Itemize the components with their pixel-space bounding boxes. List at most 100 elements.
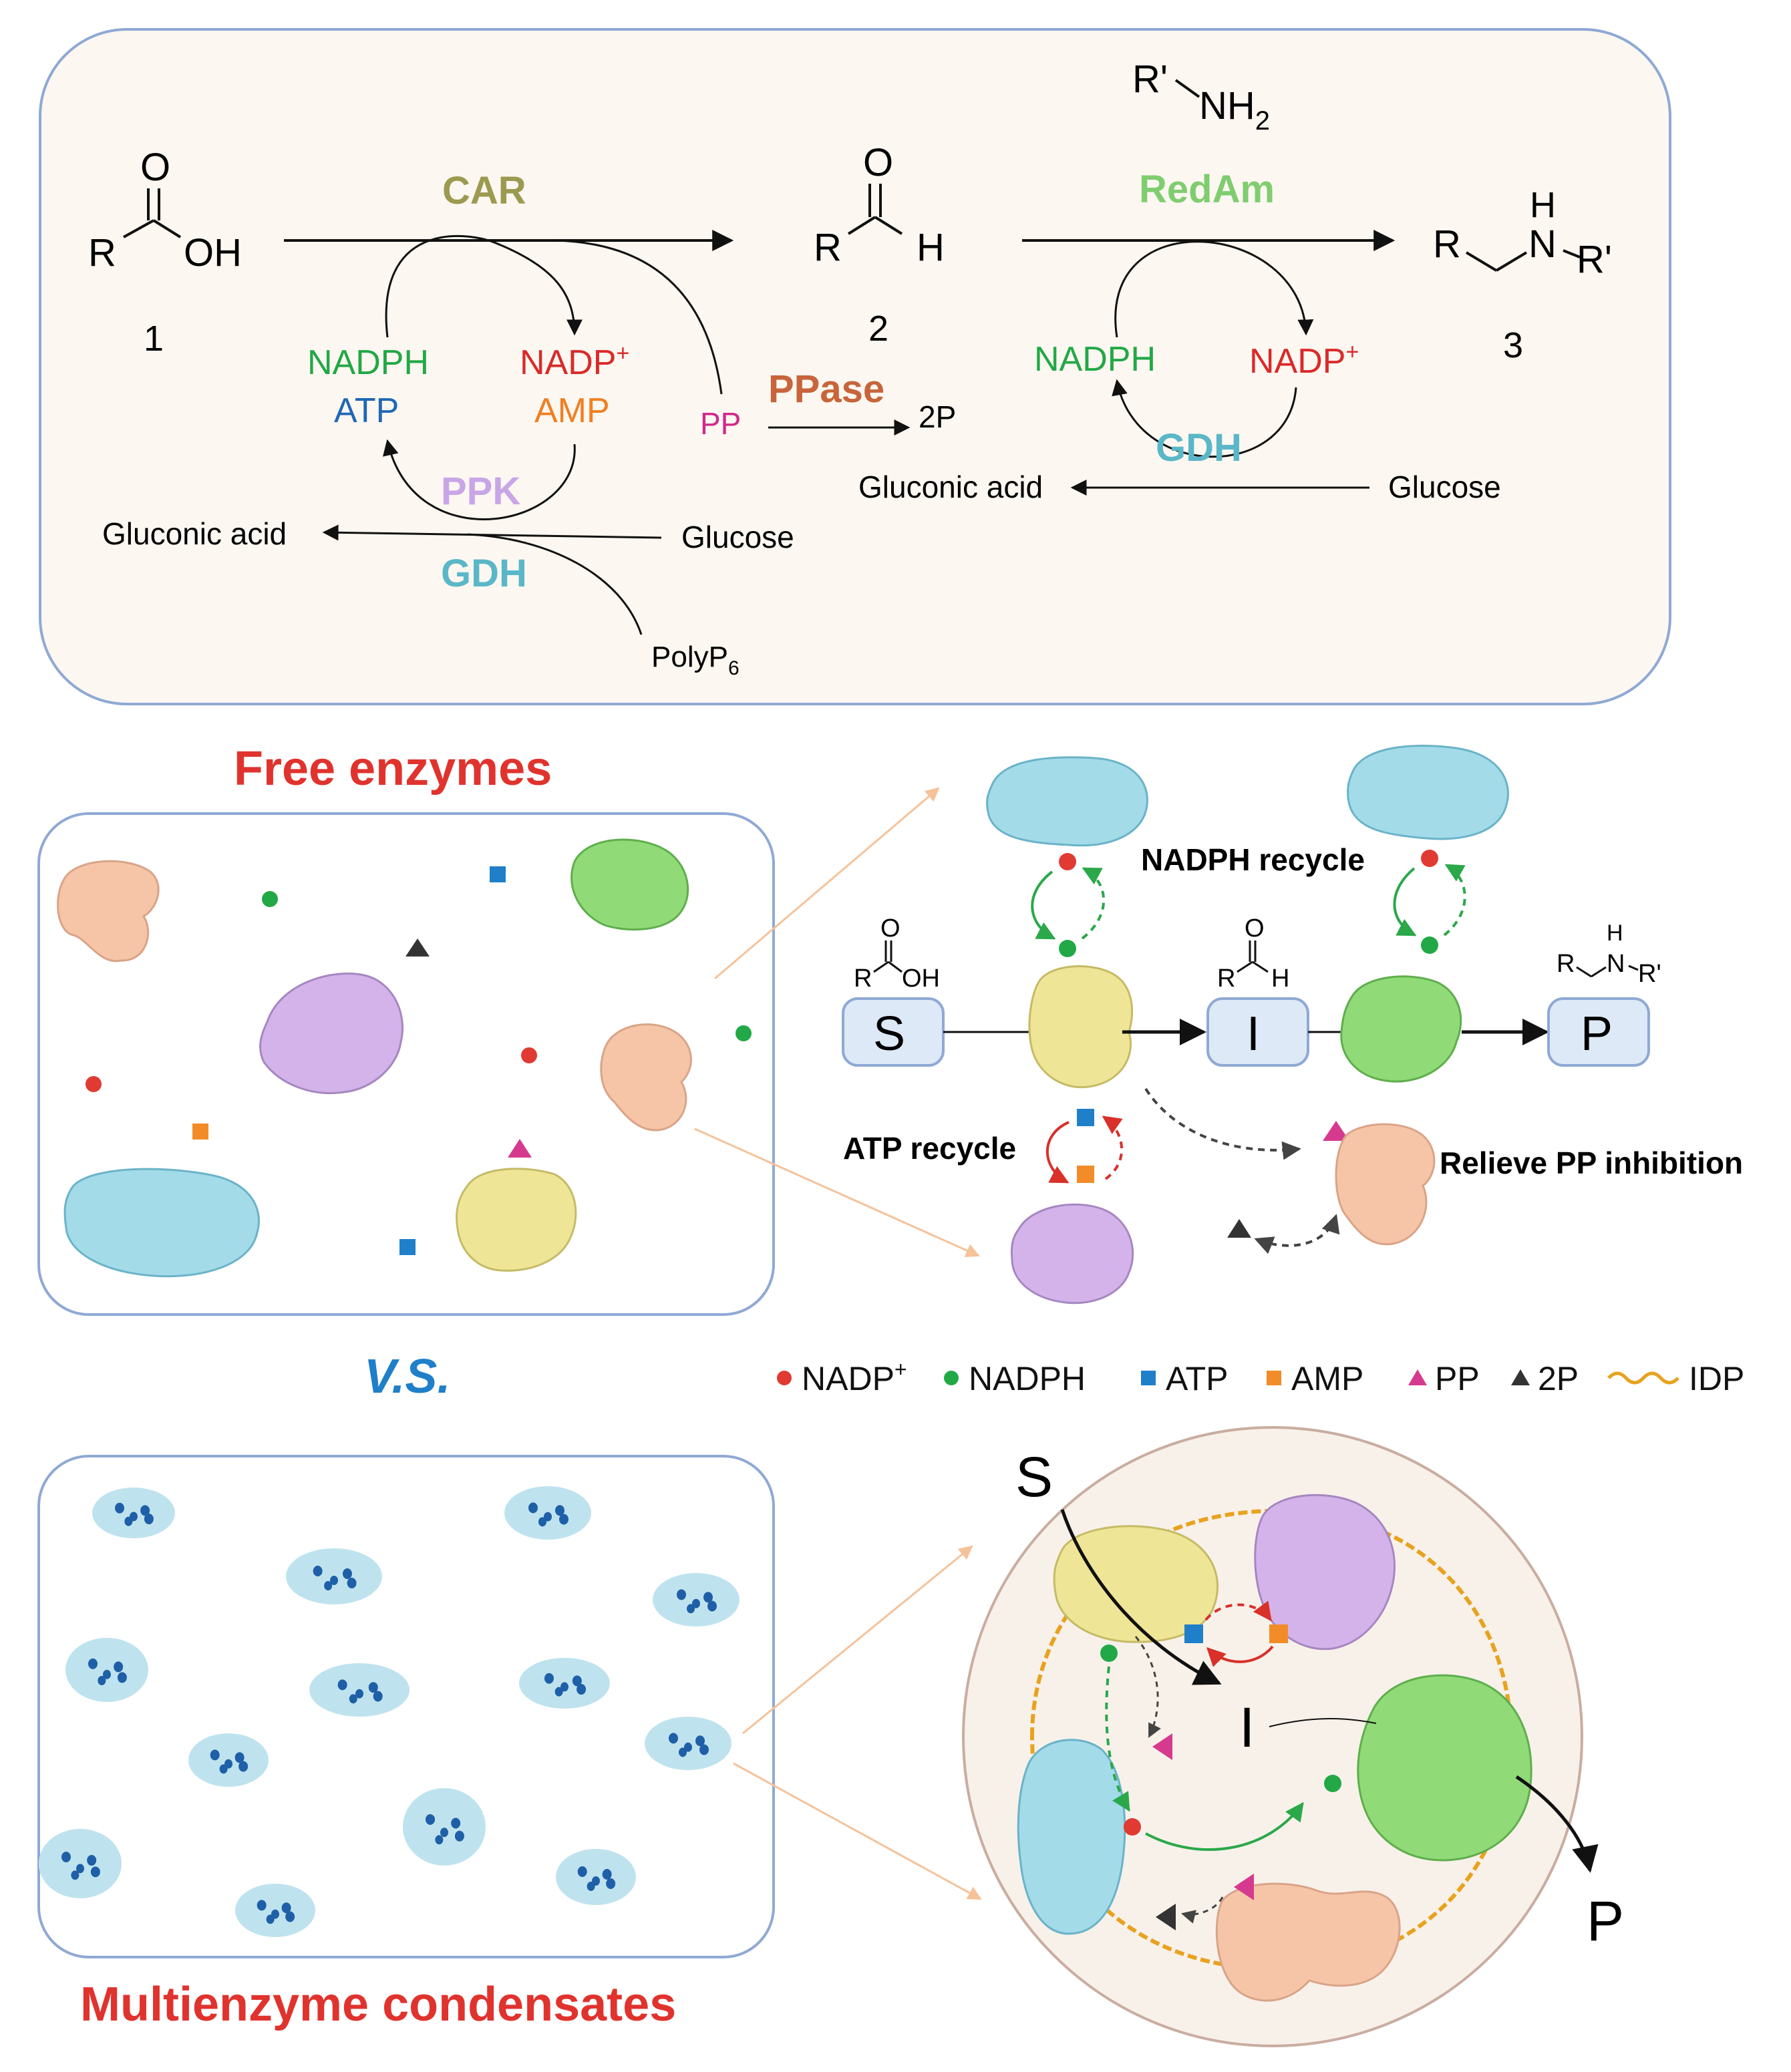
nadph-recycle-arrow-left-dashed (1081, 867, 1106, 940)
enzyme-dot (257, 1900, 267, 1911)
gdh-enzyme (63, 1168, 260, 1278)
enzyme-dot (669, 1733, 678, 1744)
left-amp: AMP (534, 391, 610, 430)
ppase-blob-condensate (1215, 1882, 1401, 2002)
amp-molecule-condensate (1269, 1624, 1288, 1643)
atp-recycle-arrow-dashed (1102, 1115, 1123, 1180)
vs-label: V.S. (364, 1350, 450, 1403)
legend-atp-marker (1141, 1371, 1156, 1385)
enzyme-dot (140, 1505, 150, 1516)
enzyme-dot (115, 1502, 125, 1514)
nadph-molecule-2 (736, 1025, 752, 1041)
s-to-i-arrow (1060, 1509, 1222, 1685)
i-struct-o: O (1245, 914, 1265, 942)
enzyme-dot (426, 1814, 436, 1825)
compound-1-o: O (140, 146, 170, 189)
free-enzymes-title: Free enzymes (234, 742, 552, 796)
compound-1-r: R (88, 231, 116, 275)
nadph-recycle-arrow-left (1031, 870, 1056, 940)
legend-atp-label: ATP (1166, 1360, 1229, 1397)
pp-to-2p-dashed-condensate (1180, 1896, 1224, 1924)
enzyme-dot (451, 1818, 461, 1829)
amine-r-prime: R' (1132, 57, 1168, 101)
legend-2p-marker (1511, 1369, 1530, 1385)
left-atp: ATP (334, 391, 399, 430)
gdh-blob-condensate (1017, 1739, 1126, 1935)
atp-molecule-condensate (1184, 1624, 1203, 1643)
enzyme-dot (210, 1749, 220, 1761)
nadp-molecule-2 (521, 1047, 537, 1063)
enzyme-dot (117, 1672, 127, 1683)
nadph-molecule-4 (1421, 936, 1438, 954)
right-gdh-label: GDH (1156, 426, 1242, 470)
enzyme-dot (373, 1691, 383, 1702)
compound-2-structure (847, 184, 903, 235)
compound-2-h: H (917, 226, 945, 269)
p-struct-h: H (1607, 920, 1623, 946)
pp-label: PP (700, 406, 741, 441)
enzyme-dot (330, 1576, 338, 1585)
p-struct-r-prime: R' (1638, 960, 1661, 988)
polyp-curve (467, 533, 643, 635)
car-to-pp-dashed (1134, 1636, 1161, 1738)
s-structure (873, 940, 903, 973)
enzyme-dot (677, 1589, 686, 1600)
redam-blob-condensate (1357, 1674, 1532, 1862)
relieve-pp-label: Relieve PP inhibition (1440, 1146, 1743, 1180)
enzyme-dot (435, 1835, 444, 1845)
enzyme-dot (281, 1902, 291, 1914)
nadp-molecule-3 (1059, 853, 1076, 870)
ppk-enzyme-path (1010, 1203, 1134, 1305)
legend-2p-label: 2P (1538, 1360, 1579, 1397)
compound-2-r: R (814, 226, 842, 269)
enzyme-dot (454, 1830, 464, 1842)
legend-pp-marker (1408, 1369, 1427, 1385)
ppase-enzyme-2 (600, 1023, 692, 1132)
enzyme-dot (440, 1828, 448, 1838)
enzyme-dot (124, 1516, 133, 1526)
enzyme-dot (219, 1764, 228, 1774)
enzyme-dot (577, 1866, 587, 1877)
ppase-enzyme (57, 860, 160, 963)
zoom-connector-bottom (694, 1128, 980, 1257)
enzyme-dot (347, 1578, 357, 1588)
two-p-molecule (405, 938, 430, 957)
i-to-redam-line-condensate (1269, 1718, 1377, 1727)
legend-idp-marker (1607, 1371, 1679, 1385)
enzyme-dot (285, 1911, 295, 1922)
atp-molecule (490, 866, 506, 882)
left-nadph: NADPH (307, 343, 429, 382)
nadph-molecule-3 (1059, 940, 1076, 957)
compound-3-number: 3 (1503, 325, 1523, 365)
enzyme-dot (602, 1869, 612, 1880)
redam-label: RedAm (1139, 168, 1275, 211)
i-structure (1237, 940, 1269, 973)
polyp-label: PolyP6 (651, 641, 740, 679)
ppk-gdh-arc (383, 439, 576, 520)
nadp-to-redam-solid (1145, 1801, 1304, 1852)
legend-nadph-marker (944, 1371, 959, 1385)
compound-1-structure (123, 188, 182, 238)
intermediate-label: I (1247, 1007, 1260, 1061)
ppk-enzyme (259, 973, 404, 1095)
nadph-molecule (262, 891, 278, 907)
product-label: P (1581, 1007, 1613, 1061)
pp-molecule-condensate-2 (1234, 1874, 1254, 1900)
amp-molecule-2 (1077, 1166, 1094, 1183)
left-gdh-label: GDH (441, 552, 527, 595)
ppk-label: PPK (441, 470, 520, 513)
droplet-field (39, 1486, 740, 1937)
legend-amp-label: AMP (1291, 1360, 1363, 1397)
compound-1-number: 1 (144, 319, 164, 359)
product-box (1547, 997, 1650, 1067)
two-p-molecule-2 (1227, 1219, 1251, 1238)
zoom-connector-top (714, 787, 940, 980)
s-struct-r: R (854, 965, 872, 993)
car-label: CAR (442, 169, 526, 212)
left-glucose-arrow (322, 524, 662, 541)
atp-molecule-3 (1077, 1109, 1094, 1126)
enzyme-dot (606, 1878, 616, 1889)
enzyme-dot (687, 1604, 695, 1614)
enzyme-dot (699, 1744, 709, 1755)
nadp-molecule-4 (1421, 850, 1438, 867)
